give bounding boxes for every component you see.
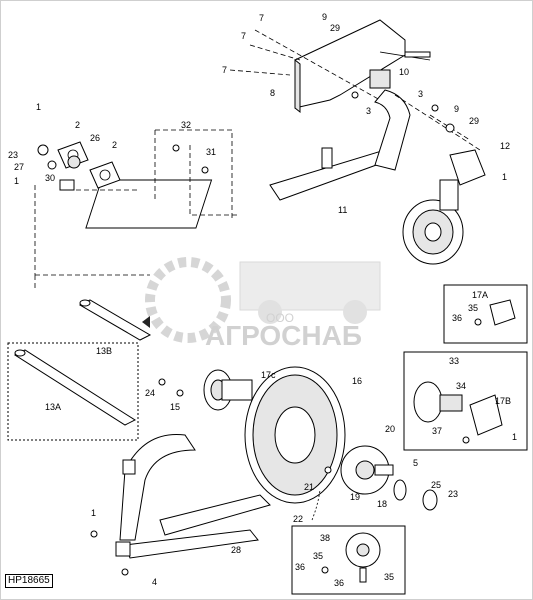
callout-18: 18	[377, 499, 387, 509]
callout-2: 2	[75, 120, 80, 130]
callout-17c: 17c	[261, 370, 276, 380]
callout-31: 31	[206, 147, 216, 157]
callout-7: 7	[259, 13, 264, 23]
callout-16: 16	[352, 376, 362, 386]
callout-13B: 13B	[96, 346, 112, 356]
callout-2: 2	[112, 140, 117, 150]
callout-1: 1	[91, 508, 96, 518]
callout-29: 29	[469, 116, 479, 126]
drawing-code-label: HP18665	[5, 574, 53, 588]
callout-30: 30	[45, 173, 55, 183]
callout-15: 15	[170, 402, 180, 412]
watermark-logo: ООО АГРОСНАБ	[142, 257, 381, 351]
callout-7: 7	[222, 65, 227, 75]
callout-28: 28	[231, 545, 241, 555]
pulley-group	[90, 366, 346, 576]
callout-23: 23	[448, 489, 458, 499]
callout-1: 1	[512, 432, 517, 442]
callout-35: 35	[384, 572, 394, 582]
inset-17B	[403, 351, 528, 451]
callout-1: 1	[502, 172, 507, 182]
callout-7: 7	[241, 31, 246, 41]
sprocket-group	[311, 445, 438, 521]
callout-34: 34	[456, 381, 466, 391]
callout-17A: 17A	[472, 290, 488, 300]
callout-11: 11	[338, 205, 347, 215]
callout-3: 3	[418, 89, 423, 99]
arrow-marker-icon	[142, 316, 150, 328]
callout-17B: 17B	[495, 396, 511, 406]
callout-36: 36	[452, 313, 462, 323]
callout-13A: 13A	[45, 402, 61, 412]
callout-1: 1	[36, 102, 41, 112]
callout-5: 5	[413, 458, 418, 468]
watermark-ooo: ООО	[266, 311, 294, 325]
callout-3: 3	[366, 106, 371, 116]
callout-36: 36	[295, 562, 305, 572]
callout-35: 35	[313, 551, 323, 561]
callout-1: 1	[14, 176, 19, 186]
callout-32: 32	[181, 120, 191, 130]
callout-9: 9	[454, 104, 459, 114]
watermark-brand: АГРОСНАБ	[205, 320, 362, 351]
callout-4: 4	[152, 577, 157, 587]
callout-29: 29	[330, 23, 340, 33]
callout-37: 37	[432, 426, 442, 436]
callout-25: 25	[431, 480, 441, 490]
inset-38	[291, 525, 406, 595]
callout-27: 27	[14, 162, 24, 172]
callout-24: 24	[145, 388, 155, 398]
callout-labels: 1 2 2 23 27 26 1 30 32 31 7 7 7 9 29 8 1…	[8, 12, 517, 588]
frame-bracket-group	[229, 19, 486, 265]
callout-12: 12	[500, 141, 510, 151]
callout-21: 21	[304, 482, 314, 492]
callout-19: 19	[350, 492, 360, 502]
callout-33: 33	[449, 356, 459, 366]
inset-17A	[443, 284, 528, 344]
callout-23: 23	[8, 150, 18, 160]
callout-26: 26	[90, 133, 100, 143]
tube-group	[7, 275, 152, 441]
callout-22: 22	[293, 514, 303, 524]
callout-8: 8	[270, 88, 275, 98]
bearing-housing-group	[34, 129, 237, 276]
callout-10: 10	[399, 67, 409, 77]
callout-20: 20	[385, 424, 395, 434]
callout-38: 38	[320, 533, 330, 543]
callout-36: 36	[334, 578, 344, 588]
callout-35: 35	[468, 303, 478, 313]
callout-9: 9	[322, 12, 327, 22]
